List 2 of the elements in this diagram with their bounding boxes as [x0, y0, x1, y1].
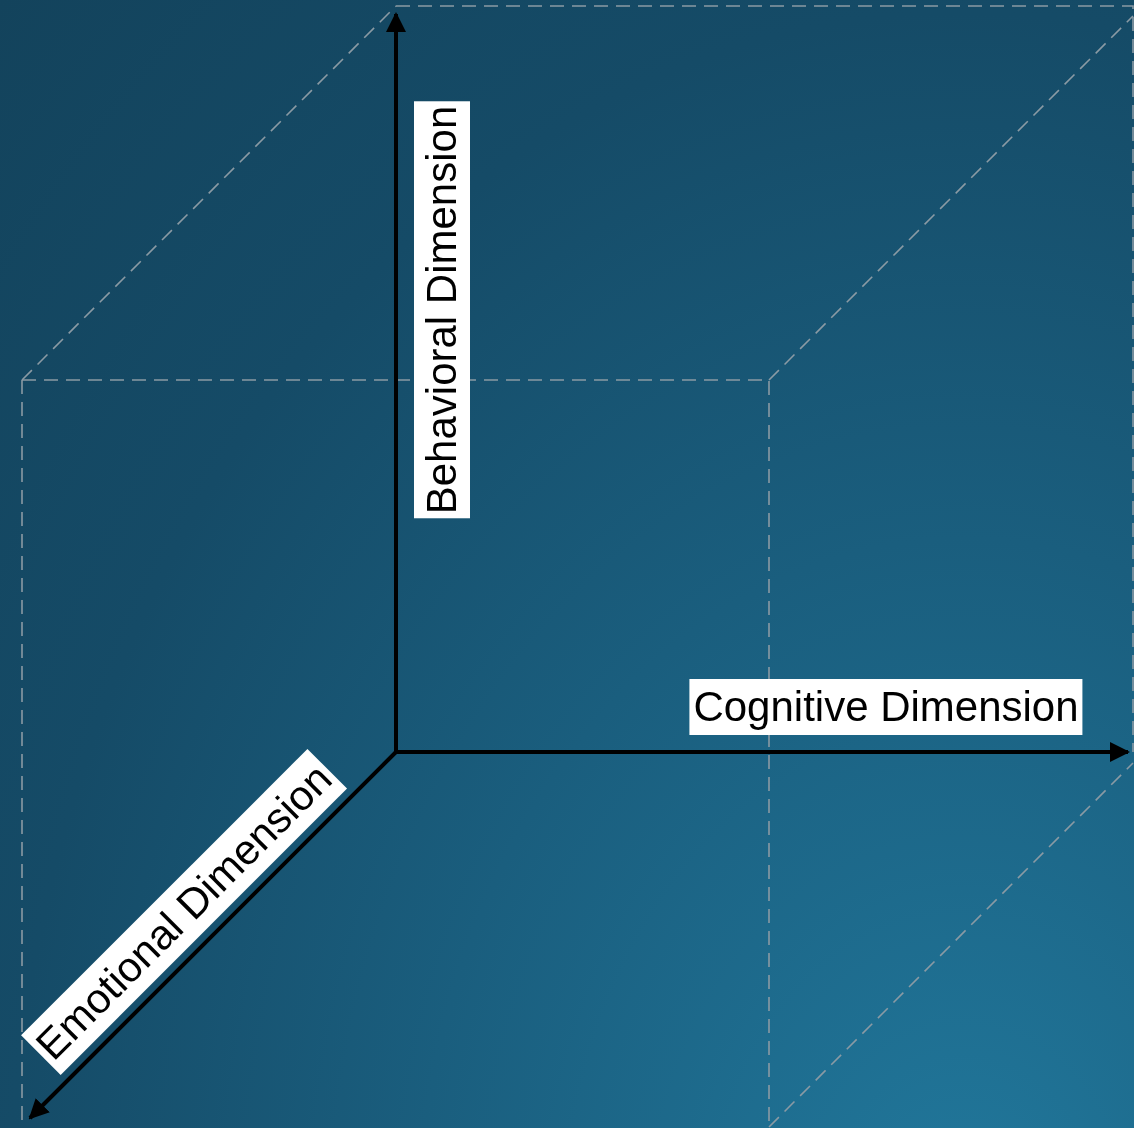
axis-label: Behavioral Dimension — [414, 101, 470, 519]
axis-label: Cognitive Dimension — [689, 679, 1083, 735]
